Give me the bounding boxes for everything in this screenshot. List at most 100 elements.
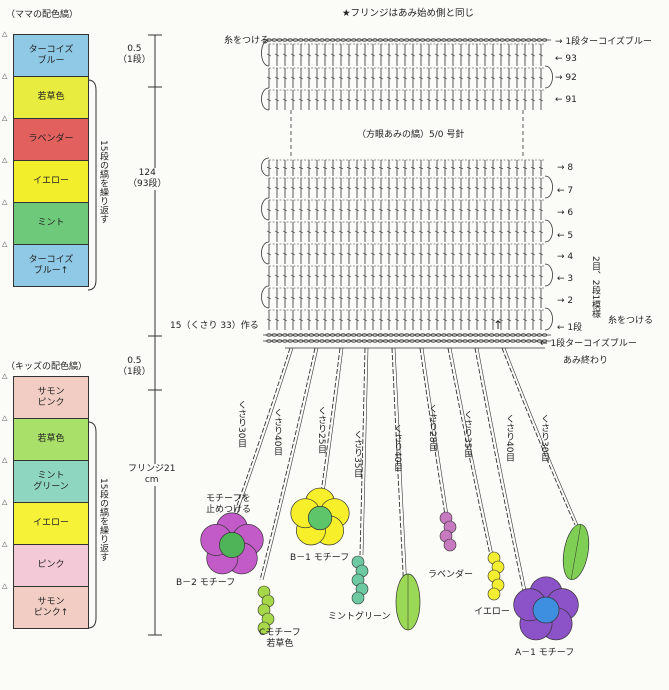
fringe-chain-label: くさり40目 (272, 408, 282, 456)
fringe-chain-label: くさり30目 (539, 414, 549, 462)
kids-repeat-bracket (87, 421, 97, 629)
fringe-chain-label: くさり40目 (392, 424, 402, 472)
mesh-row (266, 265, 545, 286)
mesh-row (266, 67, 545, 88)
fringe-chain-label: くさり30目 (236, 400, 246, 448)
row-number-label: → 4 (557, 252, 574, 262)
fringe-diagram (200, 347, 590, 641)
yellow-label: イエロー (474, 607, 510, 617)
mama-swatch: ターコイズ ブルー (13, 34, 89, 77)
fringe-chain-label: くさり35目 (352, 430, 362, 478)
kids-top-dim: 0.5 （1段） (118, 356, 151, 377)
fringe-chain (319, 347, 341, 501)
motif-attach-note: モチーフを 止めつける (206, 494, 252, 515)
mama-title: （ママの配色縞） (6, 10, 79, 20)
turning-chain (544, 175, 553, 199)
kids-swatch: ピンク (13, 544, 89, 587)
kids-swatch: サモン ピンク (13, 376, 89, 419)
stripe-marker-icon: △ (2, 156, 8, 164)
mesh-row (266, 159, 545, 176)
fringe-chain (450, 347, 494, 556)
mesh-row (266, 43, 545, 66)
chart-center-label: （方眼あみの縞）5/0 号針 (355, 130, 467, 141)
fringe-chain (504, 347, 579, 526)
end-label: あみ終わり (563, 356, 609, 366)
stripe-marker-icon: △ (2, 198, 8, 206)
turning-chain (261, 197, 270, 221)
twist-c-icon (257, 585, 275, 635)
motif-b2-label: B－2 モチーフ (176, 578, 236, 588)
stripe-marker-icon: △ (2, 582, 8, 590)
mama-swatch: ミント (13, 202, 89, 245)
stripe-marker-icon: △ (2, 30, 8, 38)
fringe-chain (232, 347, 294, 526)
mama-swatch: ラベンダー (13, 118, 89, 161)
direction-arrow-icon: ↑ (493, 318, 503, 332)
chain-row (263, 339, 551, 343)
chain-row (263, 333, 551, 337)
stripe-marker-icon: △ (2, 240, 8, 248)
turning-chain (261, 157, 270, 177)
attach-yarn-right: 糸をつける (608, 316, 654, 326)
kids-title: （キッズの配色縞） (6, 362, 88, 372)
turning-chain (544, 307, 553, 331)
mesh-row (266, 243, 545, 264)
mama-swatch: 若草色 (13, 76, 89, 119)
mama-swatch: イエロー (13, 160, 89, 203)
turning-chain (261, 87, 270, 111)
mesh-row (266, 221, 545, 242)
flower-b2-icon (200, 512, 264, 575)
row-number-label: → 92 (555, 73, 577, 83)
mama-top-dim: 0.5 （1段） (118, 44, 151, 65)
lavender-label: ラベンダー (428, 570, 474, 580)
motif-a1-label: A－1 モチーフ (515, 648, 575, 658)
row-number-label: ← 91 (555, 95, 577, 105)
pattern-note: 2目、2段1模様 (590, 256, 600, 319)
fringe-chain (262, 347, 319, 581)
kids-swatch: サモン ピンク↑ (13, 586, 89, 629)
fringe-chain (474, 347, 526, 601)
leaf-green-icon (395, 573, 421, 631)
row-number-label: → 8 (557, 163, 574, 173)
mesh-row (266, 199, 545, 220)
stripe-marker-icon: △ (2, 114, 8, 122)
mesh-row (266, 309, 545, 330)
fringe-chain (229, 347, 291, 526)
turning-chain (544, 263, 553, 287)
dimension-line (148, 34, 162, 636)
fringe-chain (477, 347, 529, 601)
turning-chain (261, 39, 270, 67)
row-number-label: → 6 (557, 208, 574, 218)
turning-chain (544, 65, 553, 89)
stripe-marker-icon: △ (2, 72, 8, 80)
mama-mid-dim: 124 （93段） (128, 168, 167, 190)
fringe-chain (259, 347, 316, 581)
turning-chain (261, 285, 270, 309)
fringe-chain (322, 347, 344, 501)
row-number-label: → 1段ターコイズブルー (555, 37, 652, 47)
mesh-row (266, 177, 545, 198)
row-number-label: ← 1段 (557, 323, 583, 333)
mama-repeat-bracket (87, 79, 97, 291)
turning-chain (261, 241, 270, 265)
turning-chain (544, 219, 553, 243)
fringe-chain (394, 347, 409, 611)
fringe-chain (419, 347, 446, 516)
stripe-marker-icon: △ (2, 456, 8, 464)
kids-swatch: イエロー (13, 502, 89, 545)
row-number-label: → 2 (557, 296, 574, 306)
fringe-chain-label: くさり40目 (504, 414, 514, 462)
fringe-chain (359, 347, 366, 556)
mesh-row (266, 89, 545, 110)
fringe-chain-label: くさり25目 (316, 406, 326, 454)
kids-swatch: 若草色 (13, 418, 89, 461)
crochet-chart: ↑ (261, 38, 553, 343)
mesh-row (266, 287, 545, 308)
flower-b1-icon (290, 487, 350, 546)
fringe-chain (447, 347, 491, 556)
fringe-start-label: ← 1段ターコイズブルー (540, 339, 637, 349)
fringe-chain-label: くさり35目 (462, 410, 472, 458)
stripe-marker-icon: △ (2, 372, 8, 380)
twist-mint-icon (351, 555, 369, 605)
mama-swatch: ターコイズ ブルー↑ (13, 244, 89, 287)
